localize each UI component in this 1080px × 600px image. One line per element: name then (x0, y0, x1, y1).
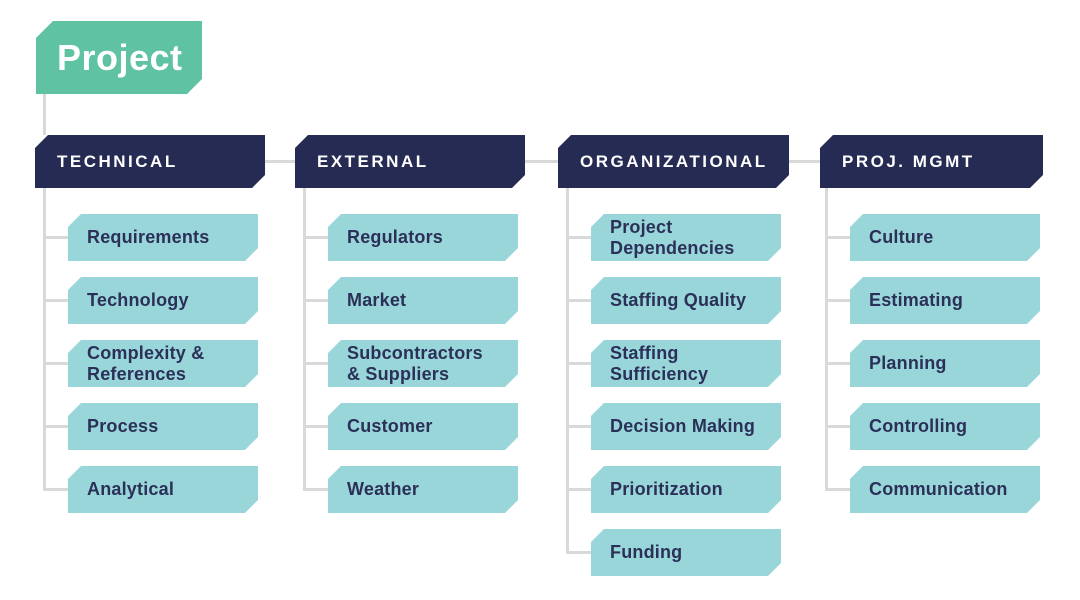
stub (825, 425, 850, 428)
node-label: Market (347, 290, 407, 310)
node-customer: Customer (328, 403, 518, 450)
stub (303, 488, 328, 491)
stub (566, 488, 591, 491)
node-label: Prioritization (610, 479, 723, 499)
stub (43, 362, 68, 365)
node-funding: Funding (591, 529, 781, 576)
node-estimating: Estimating (850, 277, 1040, 324)
column-header-label: TECHNICAL (57, 151, 178, 171)
node-label: Communication (869, 479, 1008, 499)
node-label: Subcontractors & Suppliers (347, 342, 483, 384)
connector-header-link-1 (265, 160, 295, 163)
node-label: Technology (87, 290, 189, 310)
stub (825, 299, 850, 302)
node-subcontractors-suppliers: Subcontractors & Suppliers (328, 340, 518, 387)
column-header-external: EXTERNAL (295, 135, 525, 188)
column-header-label: PROJ. MGMT (842, 151, 975, 171)
stub (303, 236, 328, 239)
node-label: Analytical (87, 479, 175, 499)
node-label: Funding (610, 542, 683, 562)
stub (566, 299, 591, 302)
node-controlling: Controlling (850, 403, 1040, 450)
stub (43, 425, 68, 428)
connector-root (43, 94, 46, 135)
node-analytical: Analytical (68, 466, 258, 513)
node-label: Project Dependencies (610, 216, 735, 258)
node-staffing-sufficiency: Staffing Sufficiency (591, 340, 781, 387)
node-label: Planning (869, 353, 947, 373)
column-header-proj-mgmt: PROJ. MGMT (820, 135, 1043, 188)
stub (303, 362, 328, 365)
node-label: Staffing Sufficiency (610, 342, 709, 384)
node-process: Process (68, 403, 258, 450)
node-technology: Technology (68, 277, 258, 324)
node-regulators: Regulators (328, 214, 518, 261)
connector-header-link-3 (789, 160, 820, 163)
stub (825, 236, 850, 239)
column-header-label: ORGANIZATIONAL (580, 151, 768, 171)
stub (303, 299, 328, 302)
node-label: Decision Making (610, 416, 756, 436)
node-weather: Weather (328, 466, 518, 513)
stub (566, 551, 591, 554)
root-node-project: Project (36, 21, 202, 94)
stub (43, 236, 68, 239)
node-label: Requirements (87, 227, 210, 247)
stub (825, 488, 850, 491)
node-label: Regulators (347, 227, 444, 247)
node-decision-making: Decision Making (591, 403, 781, 450)
column-header-organizational: ORGANIZATIONAL (558, 135, 789, 188)
node-label: Estimating (869, 290, 964, 310)
node-planning: Planning (850, 340, 1040, 387)
stub (566, 236, 591, 239)
stub (566, 362, 591, 365)
node-prioritization: Prioritization (591, 466, 781, 513)
node-label: Controlling (869, 416, 968, 436)
node-requirements: Requirements (68, 214, 258, 261)
root-node-label: Project (57, 36, 183, 78)
node-complexity-references: Complexity & References (68, 340, 258, 387)
column-spine-organizational (566, 188, 569, 554)
node-culture: Culture (850, 214, 1040, 261)
stub (43, 299, 68, 302)
column-header-label: EXTERNAL (317, 151, 429, 171)
stub (566, 425, 591, 428)
node-staffing-quality: Staffing Quality (591, 277, 781, 324)
node-communication: Communication (850, 466, 1040, 513)
connector-header-link-2 (525, 160, 558, 163)
node-market: Market (328, 277, 518, 324)
stub (825, 362, 850, 365)
column-spine-technical (43, 188, 46, 491)
node-label: Customer (347, 416, 433, 436)
node-label: Weather (347, 479, 420, 499)
node-label: Culture (869, 227, 934, 247)
node-label: Staffing Quality (610, 290, 747, 310)
column-spine-external (303, 188, 306, 491)
stub (43, 488, 68, 491)
column-header-technical: TECHNICAL (35, 135, 265, 188)
node-project-dependencies: Project Dependencies (591, 214, 781, 261)
node-label: Process (87, 416, 159, 436)
column-spine-proj-mgmt (825, 188, 828, 491)
node-label: Complexity & References (87, 342, 205, 384)
stub (303, 425, 328, 428)
